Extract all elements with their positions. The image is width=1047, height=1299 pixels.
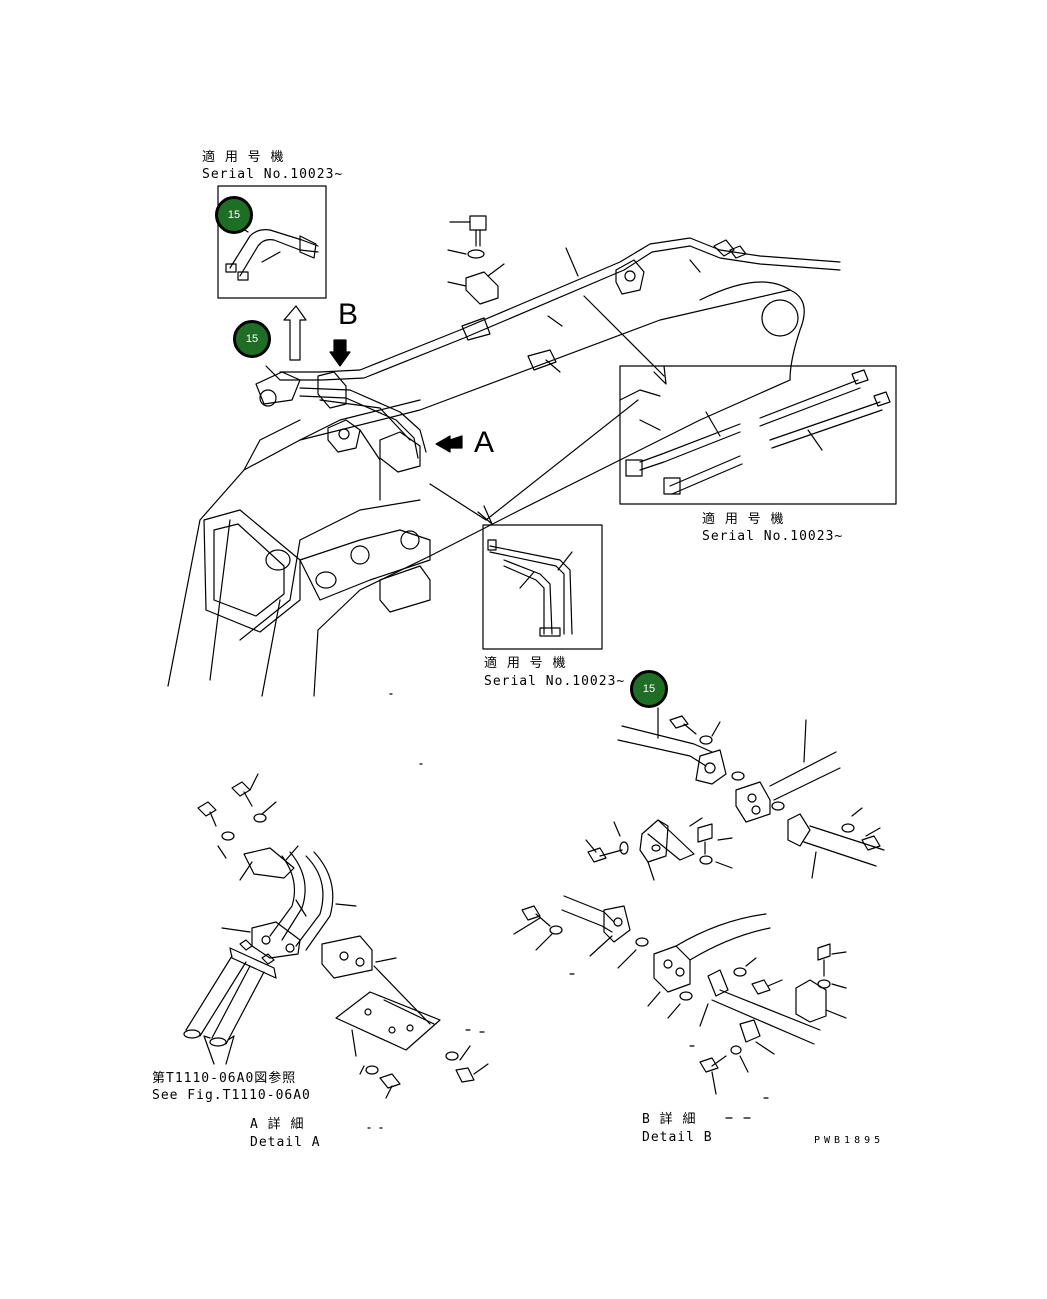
inset-right-line1: 適 用 号 機 bbox=[702, 512, 785, 527]
inset-center-line2: Serial No.10023~ bbox=[484, 674, 626, 689]
clamp-bolt-stack bbox=[448, 216, 504, 286]
inset-center-pipes bbox=[488, 540, 572, 636]
inset-box-right bbox=[620, 366, 896, 504]
boom-pipes bbox=[280, 238, 840, 458]
detail-b-drawing bbox=[514, 708, 884, 1118]
view-letter-a: A bbox=[474, 426, 495, 459]
inset-top-left-line1: 適 用 号 機 bbox=[202, 150, 285, 165]
part-callout-15-detail-b[interactable]: 15 bbox=[630, 670, 668, 708]
detail-b-title-en: Detail B bbox=[642, 1130, 713, 1145]
inset-box-top-left bbox=[218, 186, 326, 298]
detail-a-marks bbox=[368, 694, 422, 1128]
view-b-arrow bbox=[284, 306, 306, 360]
part-callout-15-inset[interactable]: 15 bbox=[215, 196, 253, 234]
detail-a-title-jp: A 詳 細 bbox=[250, 1117, 305, 1132]
inset-right-line2: Serial No.10023~ bbox=[702, 529, 844, 544]
boom-body bbox=[168, 282, 804, 696]
drawing-code: PWB1895 bbox=[814, 1135, 885, 1146]
detail-arrows bbox=[430, 296, 666, 524]
inset-top-left-line2: Serial No.10023~ bbox=[202, 167, 344, 182]
detail-a-ref-jp: 第T1110-06A0図参照 bbox=[152, 1071, 297, 1086]
boom-clamps bbox=[256, 260, 644, 472]
part-callout-15-main[interactable]: 15 bbox=[233, 320, 271, 358]
detail-a-drawing bbox=[184, 774, 488, 1098]
inset-center-line1: 適 用 号 機 bbox=[484, 656, 567, 671]
detail-b-title-jp: B 詳 細 bbox=[642, 1112, 697, 1127]
detail-a-title-en: Detail A bbox=[250, 1135, 321, 1150]
arrow-b-filled bbox=[330, 340, 350, 366]
arrow-a-filled bbox=[436, 436, 462, 452]
view-letter-b: B bbox=[338, 298, 359, 331]
inset-right-pipes bbox=[626, 370, 890, 494]
main-leaders bbox=[266, 248, 700, 380]
inset-box-center bbox=[483, 525, 602, 649]
detail-a-ref-en: See Fig.T1110-06A0 bbox=[152, 1088, 311, 1103]
